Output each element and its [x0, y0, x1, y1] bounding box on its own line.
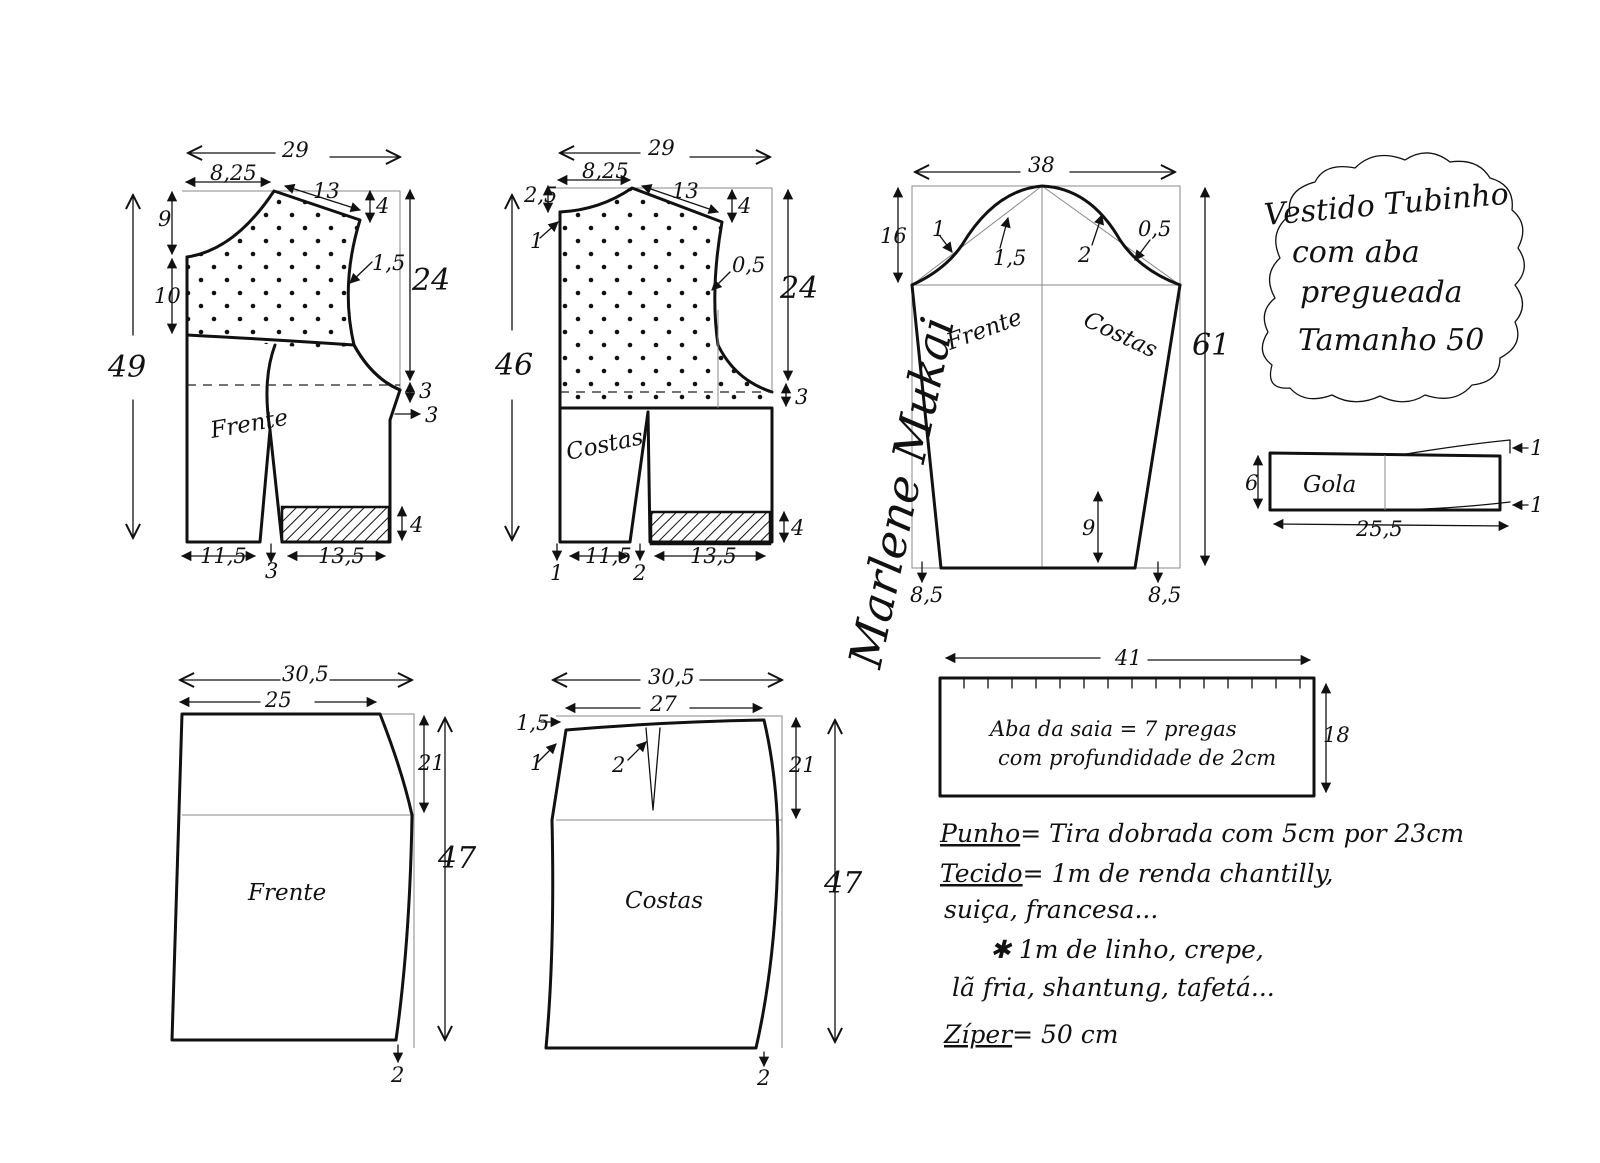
sf-length: 47 — [437, 841, 477, 876]
sleeve-width: 38 — [1028, 153, 1055, 177]
collar-height: 6 — [1245, 471, 1258, 495]
collar-piece — [1268, 439, 1511, 512]
bf-shoulder-drop: 4 — [375, 194, 389, 218]
note-alt-line2: lã fria, shantung, tafetá... — [952, 973, 1275, 1002]
bb-side: 3 — [795, 385, 808, 409]
flap-text-1: Aba da saia = 7 pregas — [988, 717, 1237, 741]
bf-width: 29 — [281, 138, 309, 162]
bb-length: 46 — [494, 348, 533, 383]
flap-width: 41 — [1114, 646, 1142, 670]
title-line-3: pregueada — [1300, 275, 1463, 310]
sf-hip-depth: 21 — [417, 751, 445, 775]
collar-tip-top: 1 — [1530, 436, 1543, 460]
bb-shoulder-drop: 4 — [737, 194, 751, 218]
bodice-front-piece — [182, 189, 402, 544]
flap-height: 18 — [1323, 723, 1350, 747]
sleeve-label-back: Costas — [1079, 307, 1161, 364]
pleat-marks — [963, 677, 1301, 689]
bf-side-a: 3 — [419, 379, 432, 403]
bodice-back-label: Costas — [564, 424, 646, 466]
bb-width: 29 — [647, 136, 675, 160]
bb-shoulder: 13 — [672, 179, 699, 203]
sleeve-cap-height: 16 — [880, 224, 907, 248]
title-line-4: Tamanho 50 — [1298, 323, 1484, 358]
bb-neck-mark: 1 — [530, 229, 543, 253]
note-tecido-key: Tecido — [940, 859, 1023, 888]
skirt-front-piece — [170, 712, 415, 1048]
bb-bottom-left: 11,5 — [585, 544, 632, 568]
bf-dart: 3 — [265, 559, 278, 583]
sb-hem-in: 2 — [756, 1066, 770, 1090]
note-punho: Punho= Tira dobrada com 5cm por 23cm — [939, 819, 1464, 848]
bf-armhole-depth: 24 — [411, 263, 450, 298]
note-alt-line1: ✱ 1m de linho, crepe, — [990, 935, 1264, 964]
collar-label: Gola — [1303, 472, 1356, 498]
sleeve-hem-right: 8,5 — [1148, 583, 1181, 607]
sb-length: 47 — [823, 866, 863, 901]
note-tecido-text: = 1m de renda chantilly, — [1023, 859, 1334, 888]
title-line-1: Vestido Tubinho — [1263, 177, 1510, 233]
sleeve-cap-out-left: 1,5 — [993, 246, 1026, 270]
skirt-flap-piece — [938, 676, 1316, 798]
flap-text-2: com profundidade de 2cm — [998, 746, 1276, 770]
sleeve-piece — [910, 184, 1182, 570]
sleeve-hem-left: 8,5 — [910, 583, 943, 607]
sleeve-length: 61 — [1192, 328, 1230, 363]
sf-width-total: 30,5 — [282, 662, 329, 686]
note-tecido-line2: suiça, francesa... — [944, 895, 1158, 924]
note-ziper-key: Zíper — [943, 1020, 1014, 1049]
bb-armhole-curve: 0,5 — [732, 253, 765, 277]
bb-hem-band: 4 — [790, 516, 804, 540]
sb-side-mark: 1 — [530, 751, 543, 775]
bb-armhole-depth: 24 — [779, 271, 818, 306]
bf-shoulder: 13 — [313, 179, 340, 203]
bf-armhole-curve: 1,5 — [372, 251, 405, 275]
bf-neck-depth: 9 — [158, 207, 171, 231]
sb-dart: 2 — [611, 753, 625, 777]
bf-hem-band: 4 — [409, 513, 423, 537]
bf-length: 49 — [107, 350, 146, 385]
note-ziper: Zíper= 50 cm — [943, 1020, 1119, 1049]
sleeve-cap-in-right: 2 — [1077, 243, 1091, 267]
note-ziper-text: = 50 cm — [1012, 1020, 1118, 1049]
bf-upper: 10 — [154, 284, 181, 308]
skirt-front-label: Frente — [247, 880, 326, 906]
sleeve-cap-out-right: 0,5 — [1138, 217, 1171, 241]
bf-neck-width: 8,25 — [210, 161, 257, 185]
note-punho-text: = Tira dobrada com 5cm por 23cm — [1020, 819, 1464, 848]
signature: Marlene Mukai — [838, 312, 965, 673]
collar-width: 25,5 — [1355, 517, 1403, 541]
sleeve-cap-in-left: 1 — [932, 217, 945, 241]
skirt-back-piece — [544, 715, 783, 1050]
bodice-back-piece — [550, 186, 774, 546]
sf-waist: 25 — [264, 688, 292, 712]
bb-bottom-right: 13,5 — [690, 544, 737, 568]
note-punho-key: Punho — [939, 819, 1020, 848]
bb-bottom-edge: 1 — [550, 561, 563, 585]
skirt-back-label: Costas — [625, 888, 703, 914]
bf-bottom-left: 11,5 — [200, 544, 247, 568]
sleeve-slit: 9 — [1082, 516, 1095, 540]
notes-block: Punho= Tira dobrada com 5cm por 23cm Tec… — [939, 819, 1464, 1049]
bb-neck-rise: 2,5 — [523, 183, 557, 207]
title-cloud — [1261, 152, 1525, 403]
sb-hip-depth: 21 — [788, 753, 816, 777]
bf-bottom-right: 13,5 — [318, 544, 365, 568]
collar-tip-bottom: 1 — [1530, 493, 1543, 517]
title-line-2: com aba — [1292, 235, 1420, 270]
sb-waist-rise: 1,5 — [516, 711, 549, 735]
note-tecido: Tecido= 1m de renda chantilly, — [940, 859, 1333, 888]
sb-waist: 27 — [649, 692, 677, 716]
bf-side-b: 3 — [425, 403, 438, 427]
bb-dart: 2 — [632, 561, 646, 585]
sf-hem-in: 2 — [390, 1063, 404, 1087]
sb-width-total: 30,5 — [648, 665, 695, 689]
bb-neck-width: 8,25 — [582, 159, 629, 183]
